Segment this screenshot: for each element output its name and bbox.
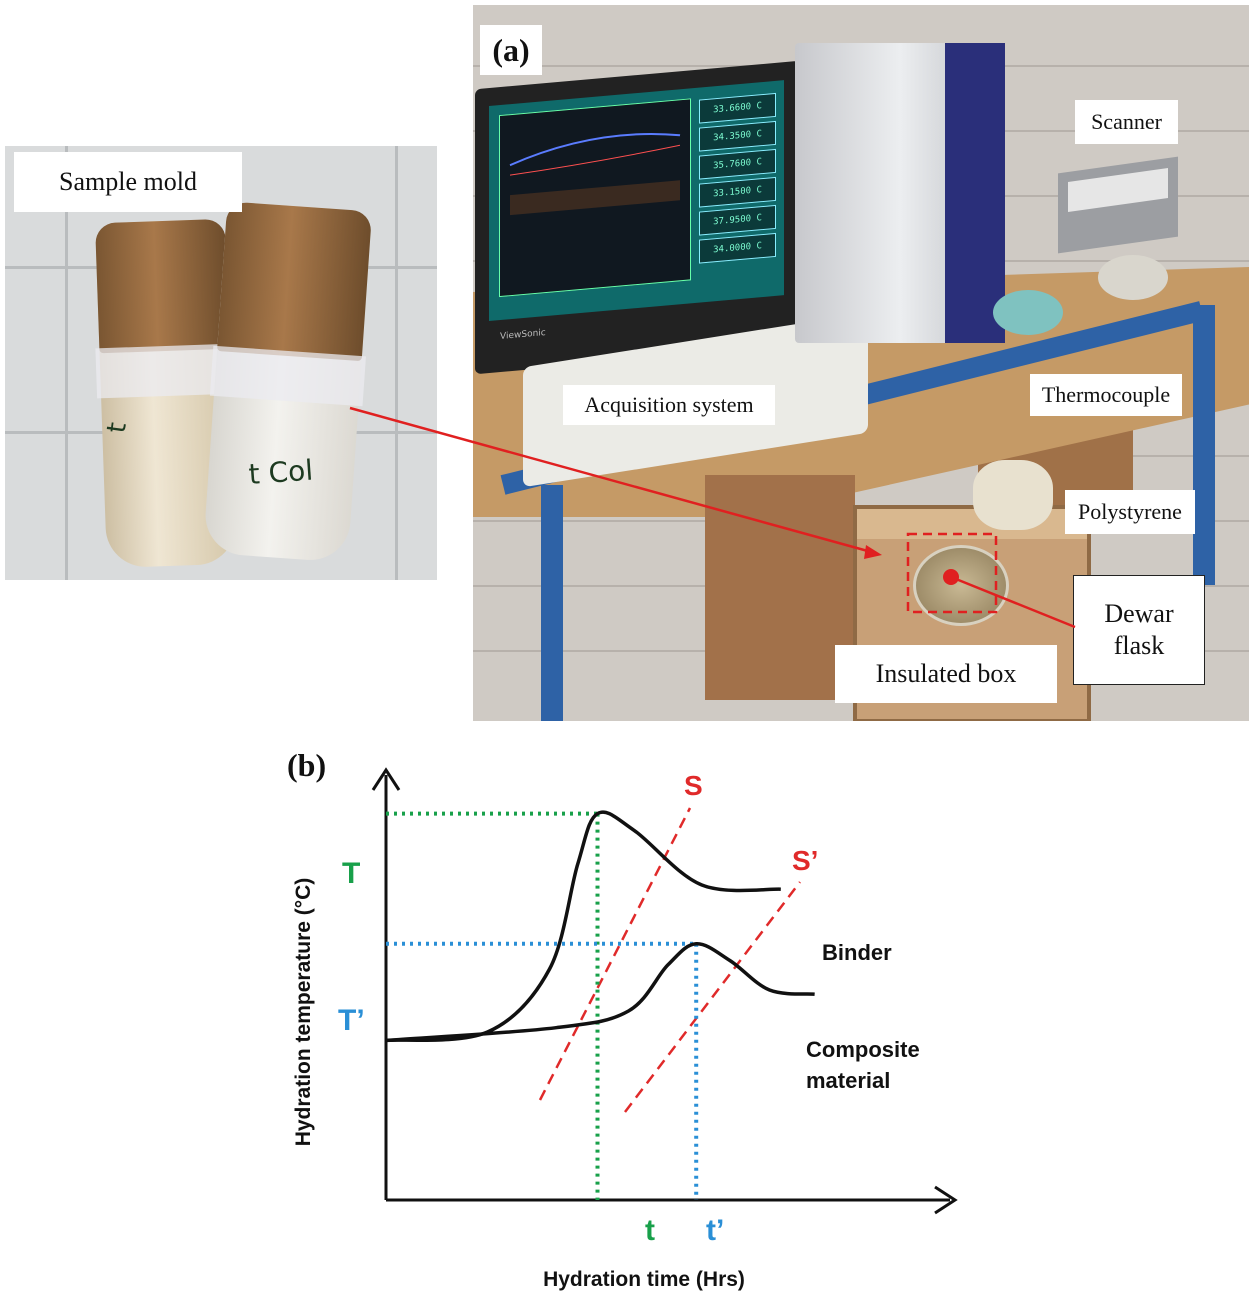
y-tick-label-T-prime: T’ [338,1004,365,1037]
tile-grout-line [65,146,68,580]
desk-leg [1193,305,1215,585]
screen-curve [509,133,681,167]
tangent-label-s-prime: S’ [792,845,818,876]
monitor: 33.6600 C 34.3500 C 35.7600 C 33.1500 C … [475,60,800,375]
x-axis-label: Hydration time (Hrs) [543,1268,745,1291]
acquisition-plot [499,98,691,298]
tangent-line-s [538,807,692,1101]
x-tick-label-t: t [645,1214,655,1247]
binder-curve [385,810,781,1043]
computer-tower [795,43,1005,343]
insulated-box-label: Insulated box [835,645,1057,703]
y-axis-arrow [371,767,401,791]
tangent-line-s-prime [624,881,801,1113]
screen-band [510,180,680,216]
dewar-flask-label-line: Dewar [1104,598,1174,628]
sample-disc [993,290,1063,335]
x-axis-arrow [934,1185,958,1215]
polystyrene-label: Polystyrene [1065,490,1195,534]
polystyrene-lid [973,460,1053,530]
panel-b-label: (b) [287,747,327,783]
x-tick-label-t-prime: t’ [706,1214,724,1247]
screen-plot [509,133,681,216]
thermocouple-label: Thermocouple [1030,374,1182,416]
tangent-label-s: S [684,770,703,801]
monitor-screen: 33.6600 C 34.3500 C 35.7600 C 33.1500 C … [489,80,784,321]
y-axis-label: Hydration temperature (°C) [292,878,315,1147]
series-label-binder: Binder [822,940,892,965]
scanner-label: Scanner [1075,100,1178,144]
y-tick-label-T: T [342,857,360,890]
composite-curve [385,942,815,1043]
screen-curve [509,144,681,176]
tower-front-panel [945,43,1005,343]
sample-disc [1098,255,1168,300]
series-label-composite-line1: Composite [806,1037,920,1062]
dewar-flask-label-line: flask [1113,631,1165,660]
series-label-composite-line2: material [806,1068,890,1093]
tile-grout-line [395,146,398,580]
sample-mold-label: Sample mold [14,152,242,212]
panel-a-label: (a) [480,25,542,75]
dewar-flask-label: Dewar flask [1073,575,1205,685]
